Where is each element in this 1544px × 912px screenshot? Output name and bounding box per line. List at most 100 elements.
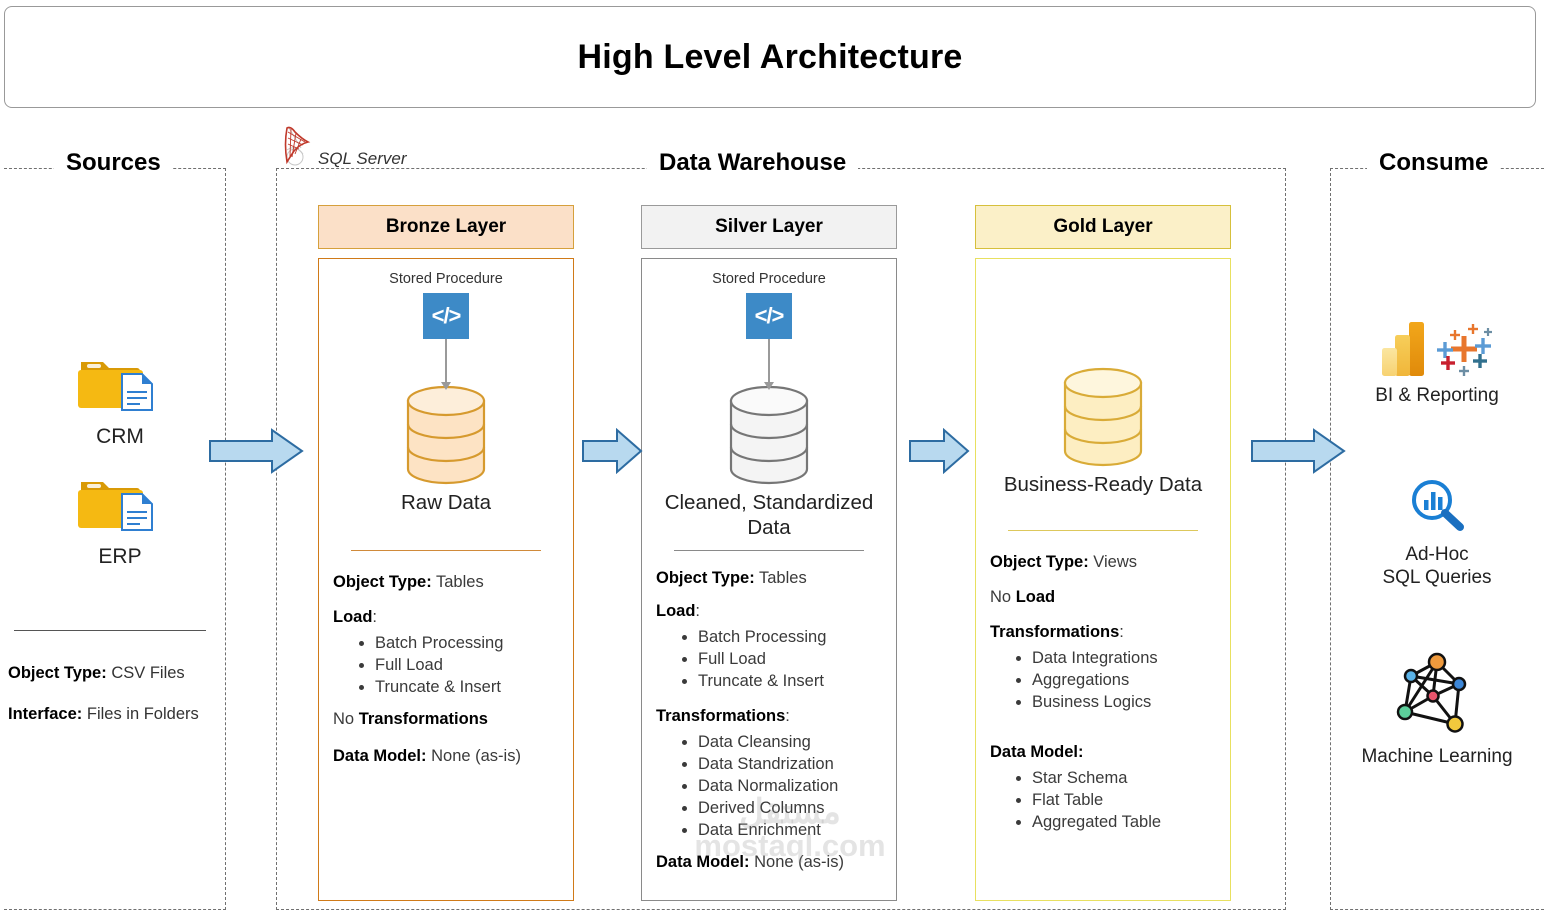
spec-value: : (785, 706, 790, 725)
source-item-erp[interactable]: ERP (55, 472, 185, 569)
spec-key: Load (333, 607, 373, 626)
layer-silver-specs: Object Type: Tables Load: Batch Processi… (656, 569, 882, 872)
meta-key: Object Type: (8, 664, 107, 682)
list-item: Truncate & Insert (698, 671, 882, 692)
neural-network-icon (1330, 650, 1544, 741)
spec-list: Batch Processing Full Load Truncate & In… (375, 633, 559, 698)
spec-value: : (372, 607, 378, 626)
meta-key: Interface: (8, 705, 83, 723)
list-item: Derived Columns (698, 798, 882, 819)
spec-key: Transformations (358, 709, 488, 728)
meta-value: CSV Files (111, 664, 185, 682)
list-item: Data Standrization (698, 754, 882, 775)
consume-label: BI & Reporting (1375, 385, 1499, 406)
db-caption: Raw Data (400, 491, 491, 514)
list-item: Truncate & Insert (375, 677, 559, 698)
spec-prefix: No (990, 587, 1016, 606)
stored-procedure-label: Stored Procedure (389, 271, 503, 287)
layer-bronze-body: Stored Procedure </> Raw Data Object Typ… (318, 258, 574, 901)
layer-gold[interactable]: Gold Layer Business-Ready Data Object Ty… (975, 205, 1231, 901)
list-item: Star Schema (1032, 768, 1216, 789)
page-title: High Level Architecture (577, 37, 963, 76)
layer-silver[interactable]: Silver Layer Stored Procedure </> Cleane… (641, 205, 897, 901)
zone-sources: Sources (4, 149, 226, 910)
spec-key: Transformations (990, 622, 1120, 641)
consume-label: Ad-Hoc SQL Queries (1382, 544, 1492, 589)
list-item: Aggregated Table (1032, 812, 1216, 833)
layer-gold-body: Business-Ready Data Object Type: Views N… (975, 258, 1231, 901)
sources-meta-interface: Interface: Files in Folders (8, 705, 223, 724)
arrow-gold-to-consume (1250, 428, 1346, 474)
zone-warehouse-label: Data Warehouse (647, 149, 859, 177)
folder-csv-icon (55, 472, 185, 543)
code-icon: </> (746, 293, 792, 339)
consume-item-bi[interactable]: BI & Reporting (1330, 318, 1544, 407)
source-label: CRM (96, 425, 144, 448)
spec-key: Transformations (656, 706, 786, 725)
consume-label: Machine Learning (1361, 746, 1513, 767)
spec-key: Object Type: (333, 572, 432, 591)
sources-divider (14, 630, 206, 631)
list-item: Full Load (698, 649, 882, 670)
list-item: Data Normalization (698, 776, 882, 797)
spec-value: Tables (754, 569, 807, 588)
layer-gold-header: Gold Layer (975, 205, 1231, 249)
database-cylinder-gold (990, 365, 1216, 469)
list-item: Flat Table (1032, 790, 1216, 811)
meta-value: Files in Folders (86, 705, 199, 723)
source-label: ERP (98, 545, 142, 568)
zone-sources-label: Sources (54, 149, 173, 177)
sql-server-tag: SQL Server (278, 124, 411, 171)
arrow-silver-to-gold (908, 427, 1004, 475)
consume-item-adhoc-sql[interactable]: Ad-Hoc SQL Queries (1330, 476, 1544, 589)
list-item: Full Load (375, 655, 559, 676)
spec-list: Batch Processing Full Load Truncate & In… (698, 627, 882, 692)
flow-connector-arrow (764, 339, 774, 390)
spec-value: : (1119, 622, 1124, 641)
spec-value: None (as-is) (426, 746, 521, 765)
spec-key: Object Type: (990, 552, 1089, 571)
stored-procedure-label: Stored Procedure (712, 271, 826, 287)
layer-silver-header: Silver Layer (641, 205, 897, 249)
layer-bronze[interactable]: Bronze Layer Stored Procedure </> Raw Da… (318, 205, 574, 901)
list-item: Data Enrichment (698, 820, 882, 841)
spec-key: Object Type: (656, 569, 755, 588)
sql-server-label: SQL Server (316, 149, 411, 171)
layer-silver-body: Stored Procedure </> Cleaned, Standardiz… (641, 258, 897, 901)
zone-consume-label: Consume (1367, 149, 1501, 177)
db-caption: Business-Ready Data (1003, 473, 1203, 496)
spec-key: Load (1015, 587, 1056, 606)
layer-bronze-header: Bronze Layer (318, 205, 574, 249)
list-item: Data Cleansing (698, 732, 882, 753)
code-icon: </> (423, 293, 469, 339)
spec-prefix: No (333, 709, 359, 728)
source-item-crm[interactable]: CRM (55, 352, 185, 449)
db-caption: Cleaned, Standardized Data (664, 491, 874, 539)
spec-value: Tables (431, 572, 484, 591)
consume-item-machine-learning[interactable]: Machine Learning (1330, 650, 1544, 768)
spec-key: Data Model: (333, 746, 427, 765)
title-bar: High Level Architecture (4, 6, 1536, 108)
spec-value: : (695, 602, 701, 621)
magnifier-chart-icon (1330, 476, 1544, 539)
list-item: Batch Processing (698, 627, 882, 648)
list-item: Aggregations (1032, 670, 1216, 691)
spec-key: Data Model: (656, 853, 750, 872)
list-item: Batch Processing (375, 633, 559, 654)
spec-key: Data Model: (990, 742, 1084, 761)
list-item: Data Integrations (1032, 648, 1216, 669)
arrow-sources-to-bronze (208, 428, 304, 474)
zone-data-warehouse: Data Warehouse (276, 149, 1286, 910)
list-item: Business Logics (1032, 692, 1216, 713)
sql-server-icon (278, 124, 312, 171)
database-cylinder-silver (656, 383, 882, 487)
flow-connector-arrow (441, 339, 451, 390)
sources-meta-object-type: Object Type: CSV Files (8, 664, 223, 683)
spec-list: Data Integrations Aggregations Business … (1032, 648, 1216, 713)
spec-key: Load (656, 602, 696, 621)
layer-gold-specs: Object Type: Views No Load Transformatio… (990, 553, 1216, 834)
spec-list: Data Cleansing Data Standrization Data N… (698, 732, 882, 842)
zone-consume: Consume (1330, 149, 1544, 910)
database-cylinder-bronze (333, 383, 559, 487)
